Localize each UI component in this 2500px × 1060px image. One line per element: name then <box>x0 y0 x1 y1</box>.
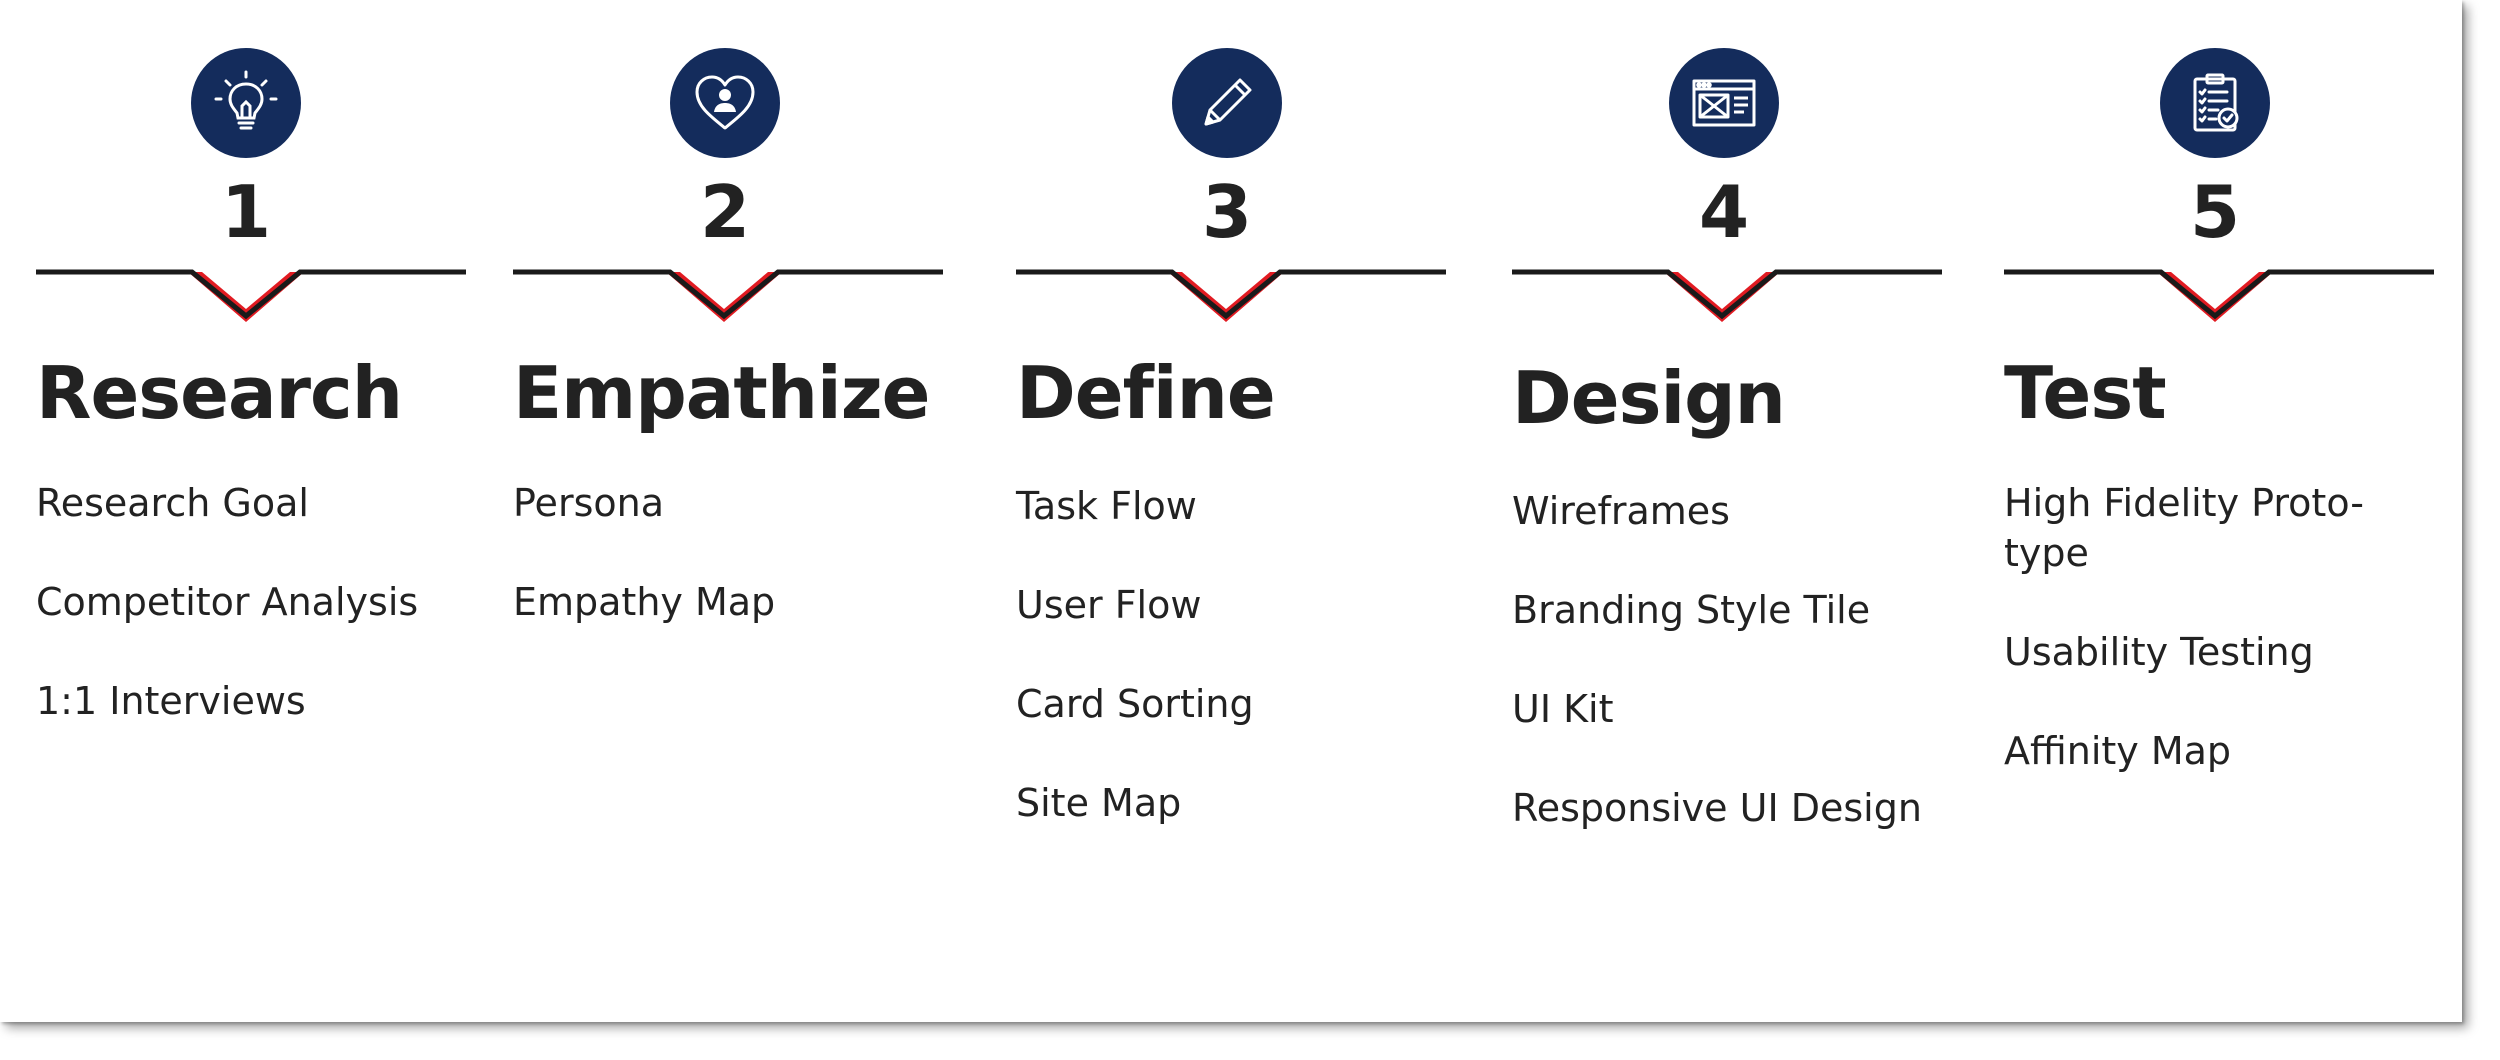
list-item: Branding Style Tile <box>1512 588 1871 632</box>
list-item: Responsive UI Design <box>1512 786 1922 830</box>
lightbulb-icon <box>191 48 301 158</box>
list-item: 1:1 Interviews <box>36 679 306 723</box>
step-design: 4 Design Wireframes Branding Style Tile … <box>1512 0 1942 1000</box>
step-number: 1 <box>220 170 272 254</box>
activity-list: Task Flow User Flow Card Sorting Site Ma… <box>1016 481 1446 877</box>
step-number: 2 <box>699 170 751 254</box>
activity-list: Persona Empathy Map <box>513 478 943 676</box>
list-item: Site Map <box>1016 781 1182 825</box>
list-item: Persona <box>513 481 664 525</box>
step-number: 4 <box>1698 170 1750 254</box>
phase-title: Define <box>1016 351 1276 435</box>
divider-chevron <box>513 269 943 322</box>
list-item: Usability Testing <box>2004 630 2314 674</box>
list-item: Task Flow <box>1016 484 1197 528</box>
divider-chevron <box>2004 269 2434 322</box>
list-item: Wireframes <box>1512 489 1730 533</box>
list-item: Empathy Map <box>513 580 776 624</box>
list-item: Competitor Analysis <box>36 580 419 624</box>
pencil-icon <box>1172 48 1282 158</box>
divider-chevron <box>1016 269 1446 322</box>
list-item: Research Goal <box>36 481 309 525</box>
list-item: High Fidelity Proto- type <box>2004 481 2364 575</box>
phase-title: Empathize <box>513 351 930 435</box>
heart-person-icon <box>670 48 780 158</box>
step-define: 3 Define Task Flow User Flow Card Sortin… <box>1016 0 1446 1000</box>
step-research: 1 Research Research Goal Competitor Anal… <box>36 0 466 1000</box>
step-number: 5 <box>2189 170 2241 254</box>
step-number: 3 <box>1201 170 1253 254</box>
step-test: 5 Test High Fidelity Proto- type Usabili… <box>2004 0 2434 1000</box>
clipboard-checklist-icon <box>2160 48 2270 158</box>
divider-chevron <box>36 269 466 322</box>
divider-chevron <box>1512 269 1942 322</box>
phase-title: Test <box>2004 351 2167 435</box>
phase-title: Research <box>36 351 403 435</box>
activity-list: Research Goal Competitor Analysis 1:1 In… <box>36 478 466 775</box>
activity-list: High Fidelity Proto- type Usability Test… <box>2004 478 2434 825</box>
step-empathize: 2 Empathize Persona Empathy Map <box>513 0 943 1000</box>
list-item: UI Kit <box>1512 687 1614 731</box>
list-item: User Flow <box>1016 583 1202 627</box>
list-item: Card Sorting <box>1016 682 1254 726</box>
process-card: 1 Research Research Goal Competitor Anal… <box>36 0 2434 1000</box>
activity-list: Wireframes Branding Style Tile UI Kit Re… <box>1512 486 1942 882</box>
phase-title: Design <box>1512 356 1786 440</box>
list-item: Affinity Map <box>2004 729 2232 773</box>
wireframe-browser-icon <box>1669 48 1779 158</box>
